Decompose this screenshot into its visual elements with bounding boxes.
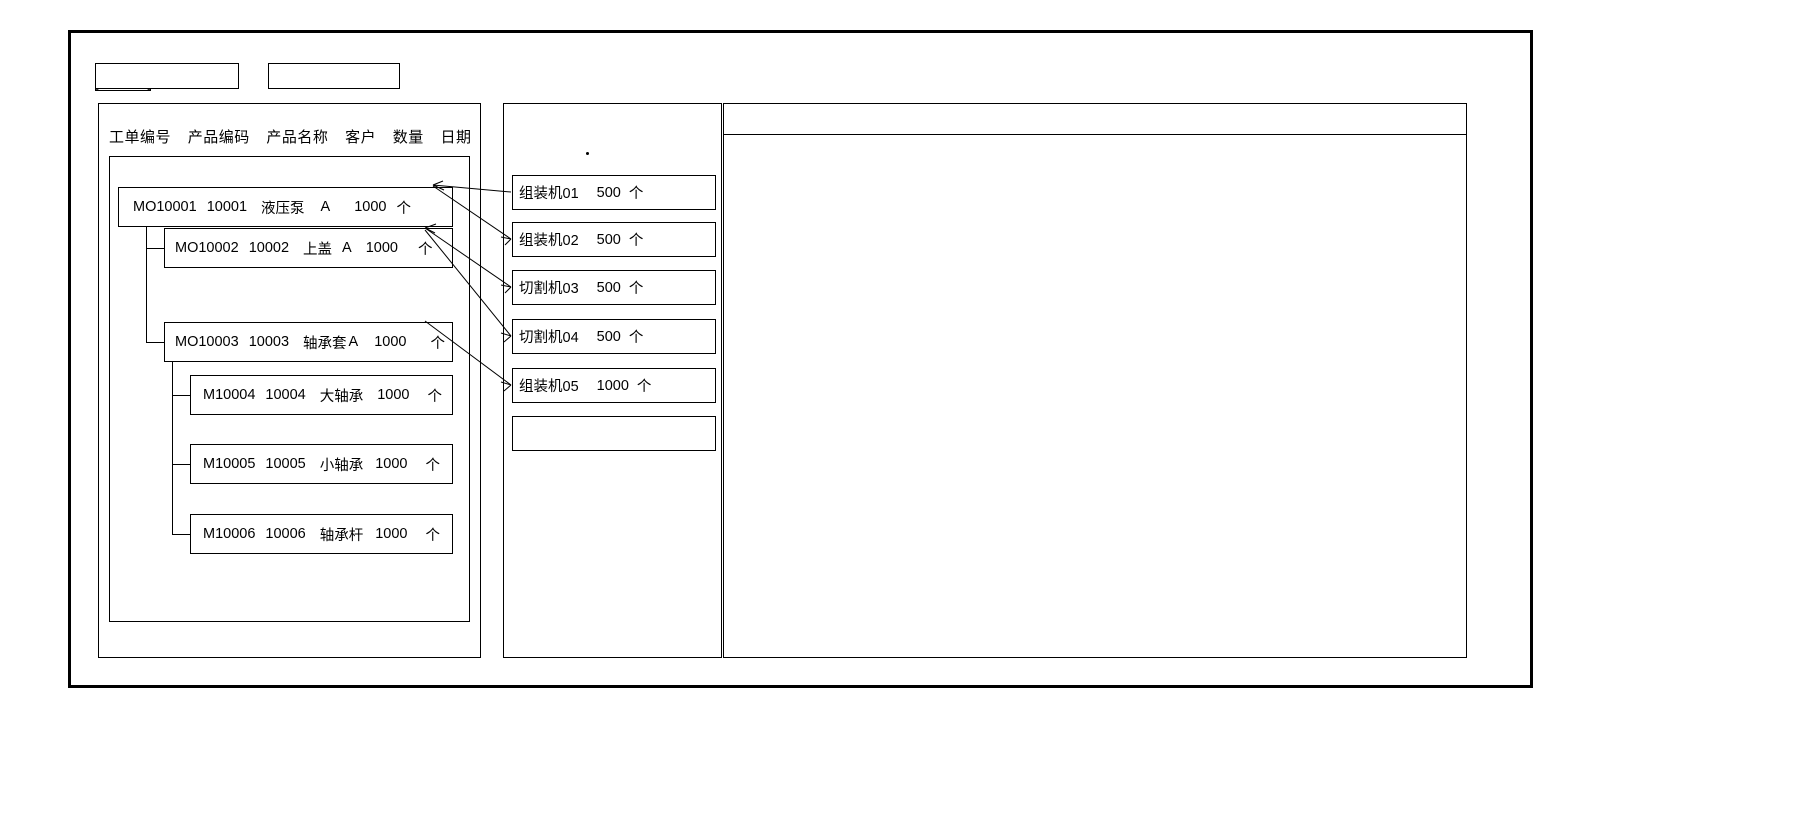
table-row[interactable]: M10006 10006 轴承杆 1000 个 — [190, 514, 453, 554]
row-unit: 个 — [425, 527, 441, 544]
machine-unit: 个 — [628, 186, 644, 202]
machine-name: 组装机01 — [519, 186, 579, 202]
row-qty: 1000 — [365, 240, 398, 256]
row-product-name: 液压泵 — [261, 200, 305, 217]
list-item[interactable]: 切割机04 500 个 — [512, 319, 716, 354]
row-unit: 个 — [417, 241, 433, 258]
machine-name: 切割机04 — [519, 330, 579, 346]
row-product-code: 10002 — [248, 240, 290, 256]
row-product-name: 轴承杆 — [319, 527, 364, 544]
row-unit: 个 — [430, 335, 445, 352]
tree-connector — [172, 464, 190, 465]
row-qty: 1000 — [377, 387, 410, 403]
row-unit: 个 — [396, 200, 411, 217]
column-header-product-code: 产品编码 — [187, 129, 250, 146]
row-product-name: 上盖 — [303, 241, 333, 258]
machine-qty: 500 — [596, 231, 621, 248]
toolbar — [95, 63, 1495, 91]
row-product-name: 小轴承 — [319, 457, 364, 474]
toolbar-field-2[interactable] — [268, 63, 400, 89]
tree-connector — [146, 217, 147, 343]
row-order-no: MO10003 — [175, 334, 239, 350]
column-header-product-name: 产品名称 — [266, 129, 329, 146]
tree-connector — [172, 534, 190, 535]
row-customer: A — [342, 240, 352, 256]
list-item-empty[interactable] — [512, 416, 716, 451]
row-order-no: M10004 — [203, 387, 256, 403]
list-item[interactable]: 组装机01 500 个 — [512, 175, 716, 210]
row-unit: 个 — [425, 457, 441, 474]
machine-panel: 组装机01 500 个 组装机02 500 个 切割机03 500 个 切割机0… — [503, 103, 722, 658]
table-row[interactable]: MO10001 10001 液压泵 A 1000 个 — [118, 187, 453, 227]
table-row[interactable]: MO10002 10002 上盖 A 1000 个 — [164, 228, 453, 268]
column-header-customer: 客户 — [345, 129, 377, 146]
row-order-no: M10006 — [203, 526, 256, 542]
table-row[interactable]: M10004 10004 大轴承 1000 个 — [190, 375, 453, 415]
column-header-order-no: 工单编号 — [109, 129, 172, 146]
row-qty: 1000 — [375, 456, 408, 472]
list-item[interactable]: 组装机02 500 个 — [512, 222, 716, 257]
tree-connector — [146, 342, 164, 343]
tree-connector — [146, 248, 164, 249]
row-product-code: 10004 — [265, 387, 306, 403]
table-row[interactable]: MO10003 10003 轴承套 A 1000 个 — [164, 322, 453, 362]
column-header-qty: 数量 — [392, 129, 424, 146]
machine-qty: 500 — [596, 184, 621, 201]
row-product-code: 10001 — [206, 199, 248, 215]
machine-name: 组装机02 — [519, 233, 579, 249]
work-order-tree: MO10001 10001 液压泵 A 1000 个 MO10002 10002… — [109, 156, 470, 622]
machine-unit: 个 — [636, 379, 652, 395]
row-product-code: 10003 — [248, 334, 290, 350]
machine-unit: 个 — [628, 233, 644, 249]
row-customer: A — [348, 334, 359, 350]
machine-unit: 个 — [628, 281, 644, 297]
window-frame: 工单编号 产品编码 产品名称 客户 数量 日期 MO10001 10001 液压… — [68, 30, 1533, 688]
row-qty: 1000 — [354, 199, 387, 215]
row-order-no: M10005 — [203, 456, 256, 472]
row-product-name: 大轴承 — [319, 388, 364, 405]
work-order-column-headers: 工单编号 产品编码 产品名称 客户 数量 日期 — [109, 126, 483, 147]
tree-connector — [172, 362, 173, 535]
table-row[interactable]: M10005 10005 小轴承 1000 个 — [190, 444, 453, 484]
list-item[interactable]: 组装机05 1000 个 — [512, 368, 716, 403]
machine-name: 切割机03 — [519, 281, 579, 297]
row-product-code: 10006 — [265, 526, 306, 542]
machine-unit: 个 — [628, 330, 644, 346]
machine-name: 组装机05 — [519, 379, 579, 395]
column-header-date: 日期 — [440, 129, 472, 146]
machine-qty: 500 — [596, 328, 621, 345]
row-order-no: MO10002 — [175, 240, 239, 256]
row-customer: A — [320, 199, 331, 215]
row-qty: 1000 — [374, 334, 407, 350]
toolbar-field-1[interactable] — [95, 63, 239, 89]
row-product-code: 10005 — [265, 456, 306, 472]
machine-qty: 500 — [596, 279, 621, 296]
list-item[interactable]: 切割机03 500 个 — [512, 270, 716, 305]
row-qty: 1000 — [375, 526, 408, 542]
row-order-no: MO10001 — [133, 199, 197, 215]
machine-qty: 1000 — [596, 377, 629, 394]
detail-panel-header-divider — [724, 134, 1466, 135]
tree-connector — [172, 395, 190, 396]
row-unit: 个 — [427, 388, 443, 405]
panel-marker-dot — [586, 152, 589, 155]
detail-panel — [723, 103, 1467, 658]
work-order-panel: 工单编号 产品编码 产品名称 客户 数量 日期 MO10001 10001 液压… — [98, 103, 481, 658]
row-product-name: 轴承套 — [303, 335, 347, 352]
